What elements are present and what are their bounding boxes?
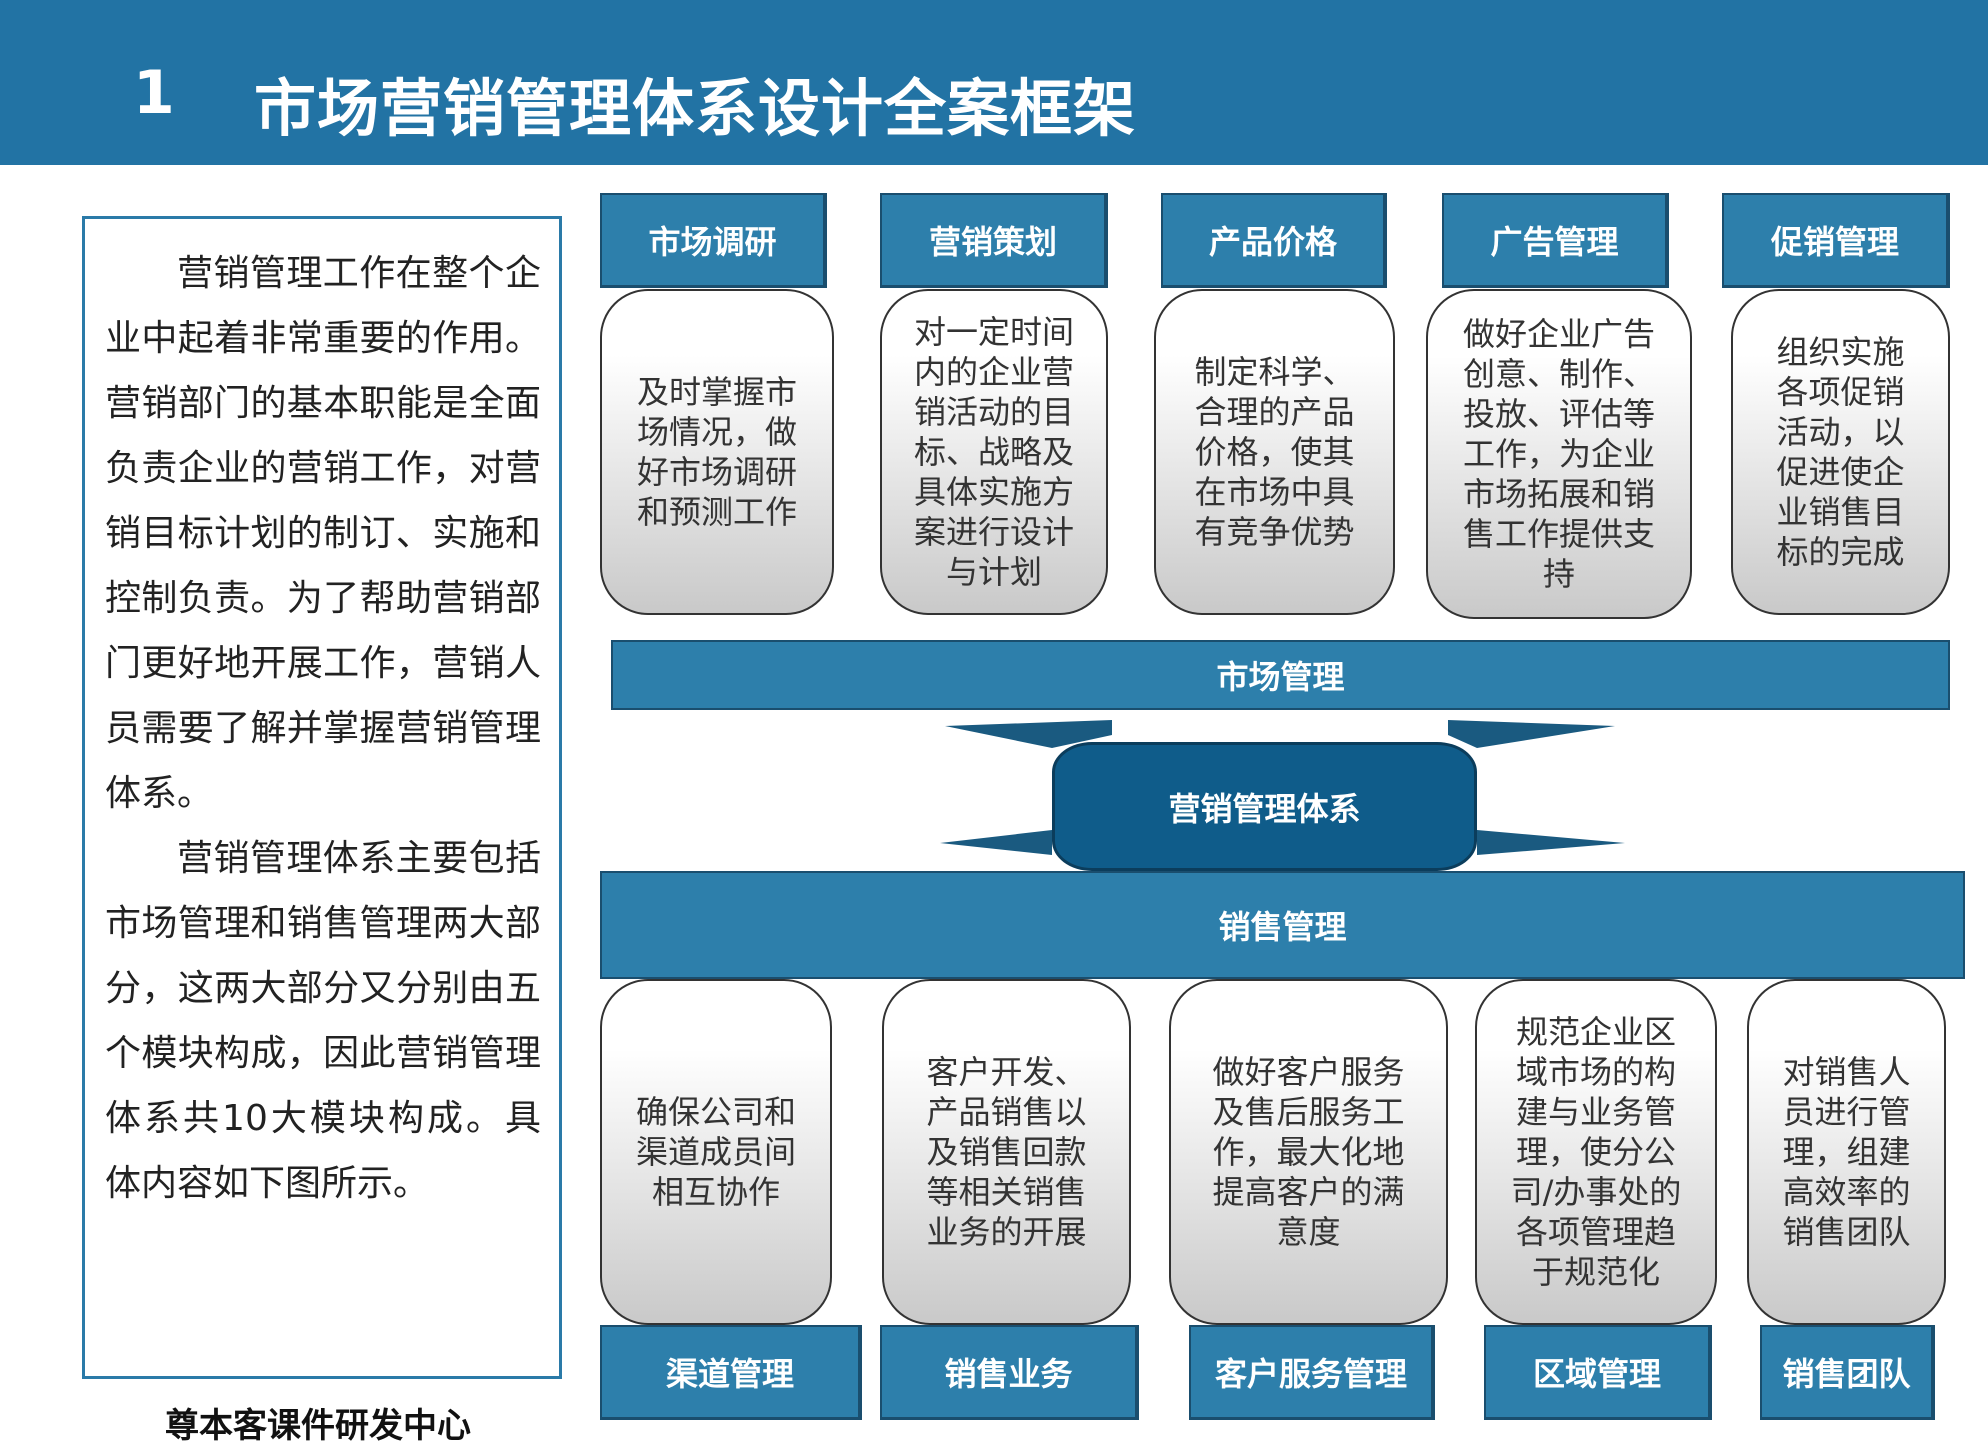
sales-module-desc: 对销售人员进行管理，组建高效率的销售团队 — [1747, 979, 1946, 1325]
market-module-title: 市场调研 — [600, 193, 827, 288]
market-module-desc: 对一定时间内的企业营销活动的目标、战略及具体实施方案进行设计与计划 — [880, 289, 1108, 615]
sales-module-desc: 确保公司和渠道成员间相互协作 — [600, 979, 832, 1325]
arrow-shape — [1448, 720, 1615, 748]
intro-paragraph: 营销管理体系主要包括市场管理和销售管理两大部分，这两大部分又分别由五个模块构成，… — [105, 838, 541, 1204]
page-title: 市场营销管理体系设计全案框架 — [254, 72, 1137, 145]
intro-textbox: 营销管理工作在整个企业中起着非常重要的作用。营销部门的基本职能是全面负责企业的营… — [82, 216, 562, 1379]
sales-module-title: 客户服务管理 — [1189, 1325, 1435, 1420]
sales-module-title: 销售团队 — [1760, 1325, 1935, 1420]
marketing-system-core: 营销管理体系 — [1052, 742, 1477, 871]
sales-module-title: 销售业务 — [880, 1325, 1139, 1420]
arrow-shape — [945, 720, 1112, 748]
market-module-title: 广告管理 — [1442, 193, 1669, 288]
market-module-desc: 做好企业广告创意、制作、投放、评估等工作，为企业市场拓展和销售工作提供支持 — [1426, 289, 1692, 619]
arrow-shape — [940, 830, 1052, 855]
market-module-desc: 及时掌握市场情况，做好市场调研和预测工作 — [600, 289, 834, 615]
sales-management-band: 销售管理 — [600, 871, 1965, 979]
section-number: 1 — [133, 58, 175, 128]
footer-text: 尊本客课件研发中心 — [165, 1406, 471, 1446]
market-module-title: 产品价格 — [1161, 193, 1387, 288]
market-module-desc: 制定科学、合理的产品价格，使其在市场中具有竞争优势 — [1154, 289, 1395, 615]
market-module-title: 促销管理 — [1722, 193, 1950, 288]
market-module-desc: 组织实施各项促销活动，以促进使企业销售目标的完成 — [1731, 289, 1950, 615]
sales-module-title: 区域管理 — [1484, 1325, 1712, 1420]
market-management-band: 市场管理 — [611, 640, 1950, 710]
sales-module-desc: 规范企业区域市场的构建与业务管理，使分公司/办事处的各项管理趋于规范化 — [1475, 979, 1717, 1325]
sales-module-title: 渠道管理 — [600, 1325, 862, 1420]
sales-module-desc: 做好客户服务及售后服务工作，最大化地提高客户的满意度 — [1169, 979, 1448, 1325]
sales-module-desc: 客户开发、产品销售以及销售回款等相关销售业务的开展 — [882, 979, 1131, 1325]
arrow-shape — [1477, 830, 1625, 855]
market-module-title: 营销策划 — [880, 193, 1108, 288]
header-bar: 1 市场营销管理体系设计全案框架 — [0, 0, 1988, 165]
intro-paragraph: 营销管理工作在整个企业中起着非常重要的作用。营销部门的基本职能是全面负责企业的营… — [105, 253, 541, 814]
